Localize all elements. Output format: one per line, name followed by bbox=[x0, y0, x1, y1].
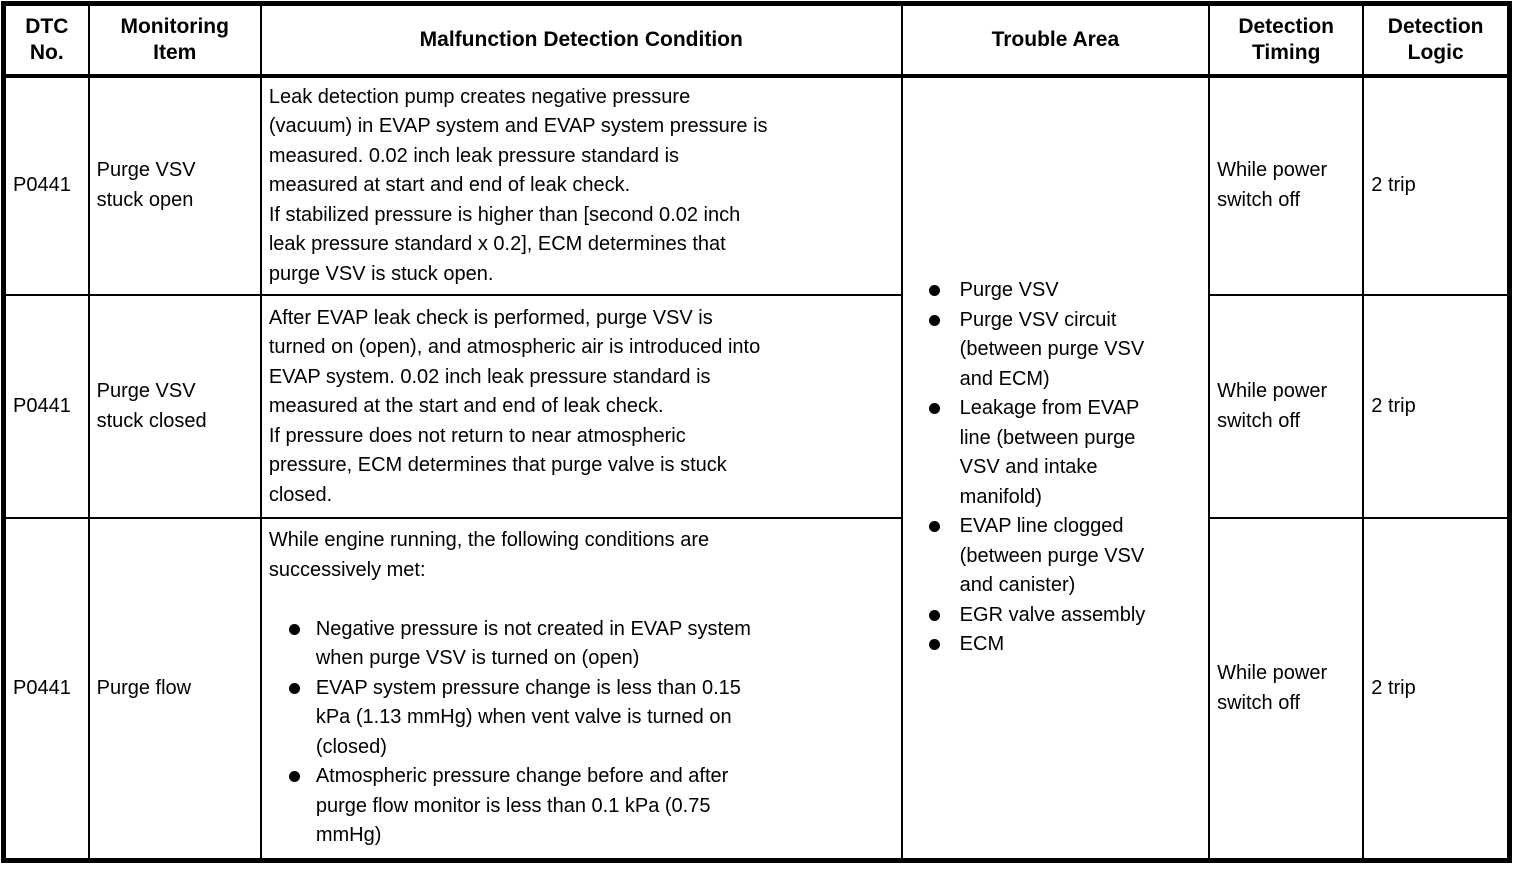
bullet-icon bbox=[288, 771, 300, 783]
list-item: EVAP line clogged (between purge VSV and… bbox=[903, 512, 1208, 601]
list-item: EGR valve assembly bbox=[903, 601, 1208, 631]
detection-logic-text: 2 trip bbox=[1371, 676, 1416, 699]
cell-detection-timing: While power switch off bbox=[1208, 74, 1365, 297]
condition-intro-text: While engine running, the following cond… bbox=[268, 529, 710, 581]
bullet-icon bbox=[288, 682, 300, 694]
dtc-code: P0441 bbox=[13, 395, 71, 417]
monitoring-item-text: Purge VSV stuck open bbox=[96, 159, 196, 211]
condition-bullet-text: EVAP system pressure change is less than… bbox=[315, 676, 741, 758]
trouble-area-item-text: EVAP line clogged (between purge VSV and… bbox=[959, 515, 1145, 596]
cell-malfunction-detection-condition: Leak detection pump creates negative pre… bbox=[259, 74, 903, 297]
cell-detection-logic: 2 trip bbox=[1362, 294, 1511, 520]
bullet-icon bbox=[928, 609, 940, 621]
list-item: Leakage from EVAP line (between purge VS… bbox=[903, 394, 1208, 512]
cell-monitoring-item: Purge flow bbox=[87, 517, 262, 862]
dtc-code: P0441 bbox=[13, 174, 71, 197]
trouble-area-item-text: EGR valve assembly bbox=[959, 603, 1146, 626]
detection-logic-text: 2 trip bbox=[1371, 395, 1416, 417]
list-item: Purge VSV bbox=[903, 276, 1208, 306]
detection-timing-text: While power switch off bbox=[1217, 380, 1328, 432]
table-row: P0441 Purge flow While engine running, t… bbox=[2, 517, 1511, 862]
detection-logic-text: 2 trip bbox=[1371, 174, 1416, 197]
header-cell-detection-logic: Detection Logic bbox=[1362, 2, 1511, 78]
monitoring-item-text: Purge VSV stuck closed bbox=[96, 380, 207, 432]
list-item: EVAP system pressure change is less than… bbox=[269, 674, 897, 763]
condition-bullet-text: Negative pressure is not created in EVAP… bbox=[315, 617, 751, 670]
detection-timing-text: While power switch off bbox=[1217, 159, 1328, 211]
cell-detection-timing: While power switch off bbox=[1208, 294, 1365, 520]
cell-trouble-area: Purge VSV Purge VSV circuit (between pur… bbox=[900, 74, 1211, 862]
list-item: ECM bbox=[903, 630, 1208, 660]
bullet-icon bbox=[928, 314, 940, 326]
table-row: P0441 Purge VSV stuck open Leak detectio… bbox=[2, 74, 1511, 862]
bullet-icon bbox=[928, 639, 940, 650]
bullet-icon bbox=[928, 285, 940, 296]
monitoring-item-text: Purge flow bbox=[96, 676, 192, 699]
cell-monitoring-item: Purge VSV stuck closed bbox=[87, 294, 262, 520]
header-cell-malfunction-detection-condition: Malfunction Detection Condition bbox=[259, 2, 903, 78]
cell-dtc-no: P0441 bbox=[2, 74, 90, 297]
bullet-icon bbox=[928, 521, 940, 532]
list-item: Purge VSV circuit (between purge VSV and… bbox=[903, 306, 1208, 395]
bullet-icon bbox=[928, 403, 940, 414]
cell-detection-logic: 2 trip bbox=[1362, 517, 1511, 862]
list-item: Atmospheric pressure change before and a… bbox=[269, 762, 897, 851]
header-cell-dtc-no: DTC No. bbox=[2, 2, 90, 78]
header-cell-detection-timing: Detection Timing bbox=[1208, 2, 1365, 78]
dtc-table: DTC No. Monitoring Item Malfunction Dete… bbox=[1, 1, 1512, 863]
table-header-row: DTC No. Monitoring Item Malfunction Dete… bbox=[2, 2, 1511, 78]
list-item: Negative pressure is not created in EVAP… bbox=[269, 615, 897, 674]
cell-dtc-no: P0441 bbox=[2, 294, 90, 520]
cell-monitoring-item: Purge VSV stuck open bbox=[87, 74, 262, 297]
dtc-code: P0441 bbox=[13, 676, 71, 699]
bullet-icon bbox=[288, 623, 300, 635]
condition-text: Leak detection pump creates negative pre… bbox=[268, 85, 768, 285]
trouble-area-item-text: Purge VSV bbox=[959, 279, 1059, 301]
trouble-area-item-text: ECM bbox=[959, 633, 1005, 655]
trouble-area-item-text: Purge VSV circuit (between purge VSV and… bbox=[959, 308, 1145, 390]
header-cell-monitoring-item: Monitoring Item bbox=[87, 2, 262, 78]
cell-malfunction-detection-condition: While engine running, the following cond… bbox=[259, 517, 903, 862]
cell-detection-timing: While power switch off bbox=[1208, 517, 1365, 862]
cell-malfunction-detection-condition: After EVAP leak check is performed, purg… bbox=[259, 294, 903, 520]
header-cell-trouble-area: Trouble Area bbox=[900, 2, 1211, 78]
condition-text: After EVAP leak check is performed, purg… bbox=[268, 306, 761, 506]
cell-detection-logic: 2 trip bbox=[1362, 74, 1511, 297]
table-row: P0441 Purge VSV stuck closed After EVAP … bbox=[2, 294, 1511, 520]
condition-bullet-text: Atmospheric pressure change before and a… bbox=[315, 765, 729, 847]
detection-timing-text: While power switch off bbox=[1217, 662, 1328, 714]
trouble-area-list: Purge VSV Purge VSV circuit (between pur… bbox=[903, 276, 1208, 660]
condition-bullet-list: Negative pressure is not created in EVAP… bbox=[269, 615, 897, 851]
cell-dtc-no: P0441 bbox=[2, 517, 90, 862]
trouble-area-item-text: Leakage from EVAP line (between purge VS… bbox=[959, 397, 1140, 508]
